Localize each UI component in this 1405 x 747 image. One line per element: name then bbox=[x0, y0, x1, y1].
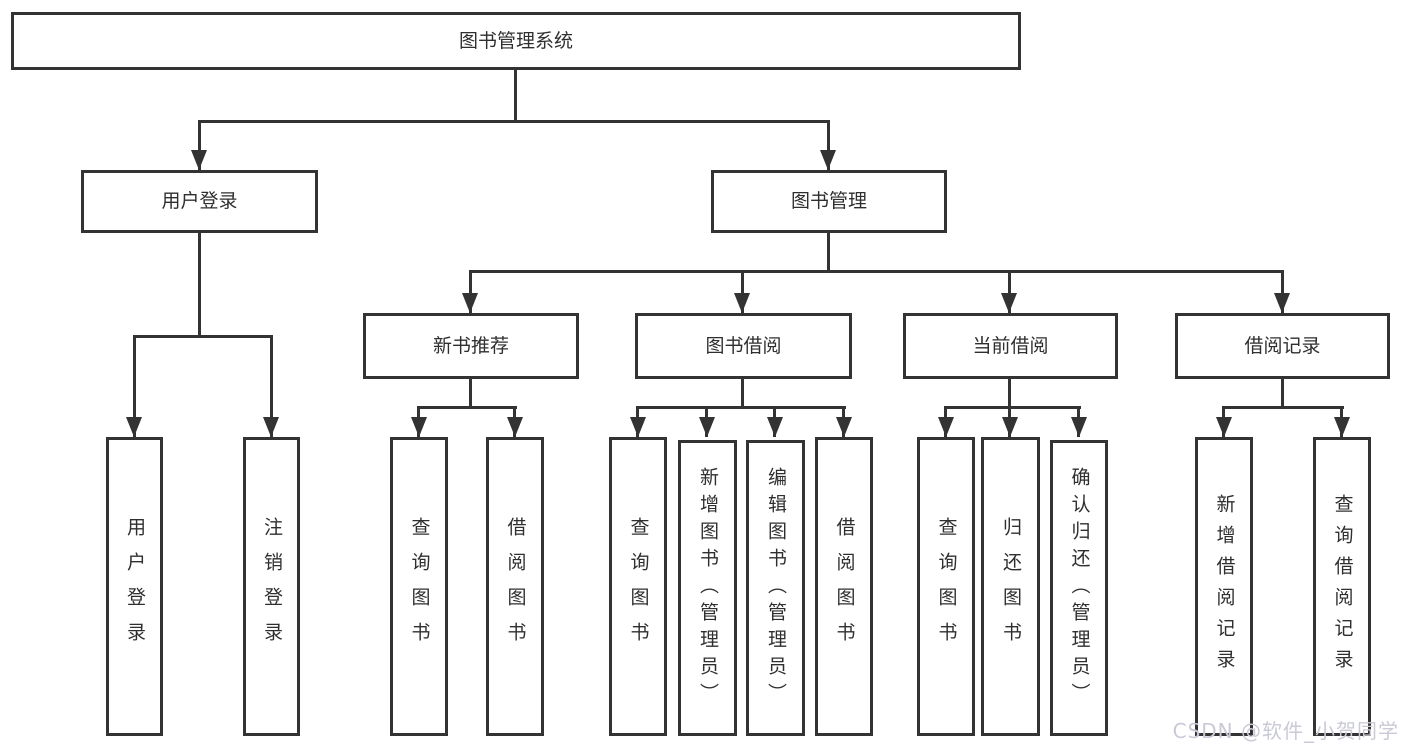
node-new-book-recommend: 新书推荐 bbox=[363, 313, 579, 379]
connector-split bbox=[417, 406, 517, 409]
node-current-borrow: 当前借阅 bbox=[903, 313, 1118, 379]
connector-split bbox=[636, 406, 846, 409]
watermark-text: CSDN @软件_小贺同学 bbox=[1172, 719, 1399, 743]
connector-trunk bbox=[469, 379, 472, 408]
arrow-down-icon bbox=[1334, 417, 1350, 437]
arrow-down-icon bbox=[126, 417, 142, 437]
arrow-down-icon bbox=[699, 417, 715, 437]
node-return-books: 归还图书 bbox=[981, 437, 1040, 736]
node-label: 新增借阅记录 bbox=[1213, 493, 1236, 680]
node-query-books: 查询图书 bbox=[390, 437, 448, 736]
node-label: 归还图书 bbox=[1000, 516, 1022, 657]
connector-split bbox=[944, 406, 1081, 409]
connector-split bbox=[133, 335, 273, 338]
arrow-down-icon bbox=[1001, 293, 1017, 313]
node-query-books: 查询图书 bbox=[917, 437, 975, 736]
connector-drop bbox=[198, 120, 201, 170]
connector-root-split bbox=[198, 120, 830, 123]
arrow-down-icon bbox=[1071, 417, 1087, 437]
node-label: 查询图书 bbox=[627, 516, 650, 657]
arrow-down-icon bbox=[1002, 417, 1018, 437]
node-add-books-admin: 新增图书（管理员） bbox=[678, 440, 737, 736]
arrow-down-icon bbox=[630, 417, 646, 437]
arrow-down-icon bbox=[191, 150, 207, 170]
arrow-down-icon bbox=[820, 150, 836, 170]
arrow-down-icon bbox=[462, 293, 478, 313]
node-library-management-system: 图书管理系统 bbox=[11, 12, 1021, 70]
node-query-borrow-record: 查询借阅记录 bbox=[1313, 437, 1371, 736]
node-add-borrow-record: 新增借阅记录 bbox=[1195, 437, 1253, 736]
node-label: 查询图书 bbox=[935, 516, 958, 657]
arrow-down-icon bbox=[836, 417, 852, 437]
node-label: 查询借阅记录 bbox=[1331, 493, 1354, 680]
node-label: 借阅图书 bbox=[833, 516, 856, 657]
node-label: 编辑图书（管理员） bbox=[765, 466, 787, 710]
connector-trunk bbox=[827, 233, 830, 270]
node-label: 借阅图书 bbox=[504, 516, 527, 657]
node-label: 当前借阅 bbox=[972, 334, 1049, 357]
arrow-down-icon bbox=[411, 417, 427, 437]
connector-root-trunk bbox=[514, 70, 517, 122]
node-label: 注销登录 bbox=[261, 516, 283, 657]
node-label: 用户登录 bbox=[124, 516, 146, 657]
node-label: 新增图书（管理员） bbox=[697, 466, 719, 710]
node-book-borrow: 图书借阅 bbox=[635, 313, 852, 379]
arrow-down-icon bbox=[1216, 417, 1232, 437]
node-borrow-books: 借阅图书 bbox=[486, 437, 544, 736]
node-confirm-return-admin: 确认归还（管理员） bbox=[1050, 440, 1108, 736]
node-edit-books-admin: 编辑图书（管理员） bbox=[746, 440, 805, 736]
arrow-down-icon bbox=[263, 417, 279, 437]
node-logout-leaf: 注销登录 bbox=[243, 437, 300, 736]
arrow-down-icon bbox=[734, 293, 750, 313]
connector-drop bbox=[1008, 270, 1011, 313]
node-borrow-record: 借阅记录 bbox=[1175, 313, 1390, 379]
node-label: 图书管理 bbox=[790, 190, 867, 212]
connector-drop bbox=[741, 270, 744, 313]
node-label: 新书推荐 bbox=[432, 334, 509, 357]
connector-trunk bbox=[198, 233, 201, 335]
node-label: 图书管理系统 bbox=[458, 29, 573, 52]
connector-drop bbox=[133, 335, 136, 437]
node-query-books: 查询图书 bbox=[609, 437, 667, 736]
connector-drop bbox=[469, 270, 472, 313]
node-label: 借阅记录 bbox=[1244, 334, 1321, 357]
node-label: 查询图书 bbox=[408, 516, 431, 657]
connector-trunk bbox=[1281, 379, 1284, 408]
connector-drop bbox=[1281, 270, 1284, 313]
connector-split bbox=[469, 270, 1282, 273]
connector-trunk bbox=[741, 379, 744, 408]
arrow-down-icon bbox=[767, 417, 783, 437]
connector-drop bbox=[270, 335, 273, 437]
connector-trunk bbox=[1008, 379, 1011, 408]
node-label: 用户登录 bbox=[161, 190, 238, 212]
arrow-down-icon bbox=[507, 417, 523, 437]
connector-drop bbox=[827, 120, 830, 170]
node-user-login: 用户登录 bbox=[81, 170, 318, 233]
arrow-down-icon bbox=[938, 417, 954, 437]
connector-split bbox=[1222, 406, 1344, 409]
node-label: 图书借阅 bbox=[705, 334, 782, 357]
node-borrow-books: 借阅图书 bbox=[815, 437, 873, 736]
arrow-down-icon bbox=[1274, 293, 1290, 313]
node-book-management: 图书管理 bbox=[711, 170, 947, 233]
node-label: 确认归还（管理员） bbox=[1068, 466, 1091, 710]
node-user-login-leaf: 用户登录 bbox=[106, 437, 163, 736]
